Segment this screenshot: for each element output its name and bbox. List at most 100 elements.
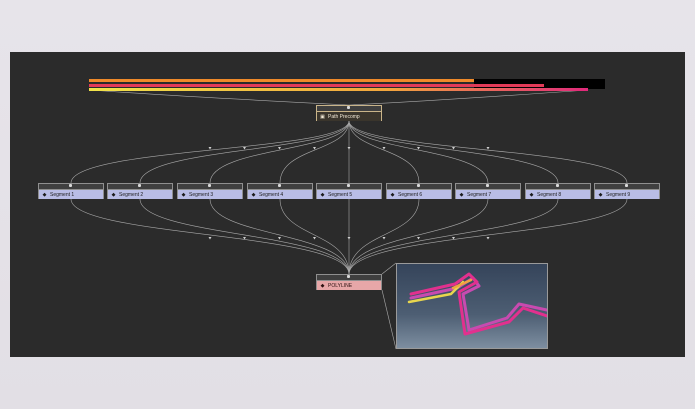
segment-label: Segment 2 [119,191,144,198]
input-knob [347,184,350,187]
wire-arrow [417,237,420,240]
wire-arrow [243,147,246,150]
segment-label: Segment 5 [328,191,353,198]
input-knob [417,184,420,187]
segment-input-port[interactable] [39,184,103,190]
wire-precomp-to-segment [348,120,489,184]
segment-label: Segment 4 [259,191,284,198]
wire-precomp-to-segment [348,120,628,184]
polyline-icon: ◆ [320,282,325,289]
shape-icon: ◆ [251,191,256,198]
input-knob [347,275,350,278]
wire-arrow [243,237,246,240]
polyline-render [407,272,549,336]
polyline-label: POLYLINE [328,282,353,289]
input-knob [278,184,281,187]
wire-arrow [417,147,420,150]
arrow-group [208,147,490,240]
polyline-input-port[interactable] [317,275,381,281]
polyline-node[interactable]: ◆ POLYLINE [316,274,382,290]
wire-bars-to-precomp-right [348,89,589,106]
bar-yellow [89,88,588,91]
wire-segment-to-polyline [139,198,350,275]
segment-node-9[interactable]: ◆Segment 9 [594,183,660,199]
segment-input-port[interactable] [387,184,451,190]
precomp-icon: ▣ [320,113,325,120]
render-stroke-magenta [409,276,549,332]
segment-input-port[interactable] [317,184,381,190]
wire-segment-to-polyline [279,198,350,275]
input-knob [625,184,628,187]
wire-arrow [278,237,281,240]
wire-arrow [382,147,386,150]
wire-segment-to-polyline [348,198,628,275]
segment-label: Segment 1 [50,191,75,198]
render-stroke-red [409,272,549,336]
input-knob [486,184,489,187]
shape-icon: ◆ [42,191,47,198]
segment-label: Segment 7 [467,191,492,198]
wire-precomp-to-segment [348,120,559,184]
input-knob [138,184,141,187]
wire-arrow [208,147,212,150]
wire-arrow [208,237,212,240]
segment-label: Segment 6 [398,191,423,198]
shape-icon: ◆ [320,191,325,198]
render-preview[interactable] [396,263,549,349]
wire-arrow [486,237,490,240]
wire-preview-link-top [381,262,397,275]
segment-node-7[interactable]: ◆Segment 7 [455,183,521,199]
wire-precomp-to-segment [139,120,350,184]
shape-icon: ◆ [529,191,534,198]
input-knob [556,184,559,187]
wire-segment-to-polyline [348,198,420,275]
shape-icon: ◆ [181,191,186,198]
path-precomp-input-port[interactable] [317,106,381,112]
wire-segment-to-polyline [209,198,350,275]
wire-arrow [278,147,281,150]
wire-arrow [347,237,351,240]
segment-node-5[interactable]: ◆Segment 5 [316,183,382,199]
segment-input-port[interactable] [456,184,520,190]
segment-input-port[interactable] [178,184,242,190]
segment-node-1[interactable]: ◆Segment 1 [38,183,104,199]
wire-arrow [347,147,351,150]
wire-segment-to-polyline [348,198,489,275]
segment-input-port[interactable] [248,184,312,190]
wire-preview-link-bottom [381,289,397,350]
segment-label: Segment 8 [537,191,562,198]
segment-node-4[interactable]: ◆Segment 4 [247,183,313,199]
segment-label: Segment 9 [606,191,631,198]
path-precomp-node[interactable]: ▣ Path Precomp [316,105,382,121]
bar-orange [89,79,474,82]
wire-precomp-to-segment [70,120,350,184]
wire-segment-to-polyline [348,198,559,275]
wire-arrow [452,237,455,240]
segment-label: Segment 3 [189,191,214,198]
wire-group [70,89,628,350]
wire-precomp-to-segment [209,120,350,184]
wire-bars-to-precomp-left [88,89,350,106]
connection-wires [70,89,628,350]
wire-arrow [313,237,316,240]
render-stroke-orange [451,278,473,290]
segment-input-port[interactable] [108,184,172,190]
bar-red [89,84,544,87]
segment-node-2[interactable]: ◆Segment 2 [107,183,173,199]
segment-node-3[interactable]: ◆Segment 3 [177,183,243,199]
wire-precomp-to-segment [348,120,420,184]
shape-icon: ◆ [390,191,395,198]
wire-arrow [313,147,316,150]
segment-node-6[interactable]: ◆Segment 6 [386,183,452,199]
wire-arrow [382,237,386,240]
input-knob [69,184,72,187]
segment-input-port[interactable] [526,184,590,190]
path-precomp-label: Path Precomp [328,113,360,120]
segment-node-8[interactable]: ◆Segment 8 [525,183,591,199]
node-graph-canvas[interactable]: ▣ Path Precomp ◆Segment 1 ◆Segment 2 ◆Se… [10,52,685,357]
wire-arrow [486,147,490,150]
wire-precomp-to-segment [279,120,350,184]
segment-input-port[interactable] [595,184,659,190]
input-knob [347,106,350,109]
input-knob [208,184,211,187]
